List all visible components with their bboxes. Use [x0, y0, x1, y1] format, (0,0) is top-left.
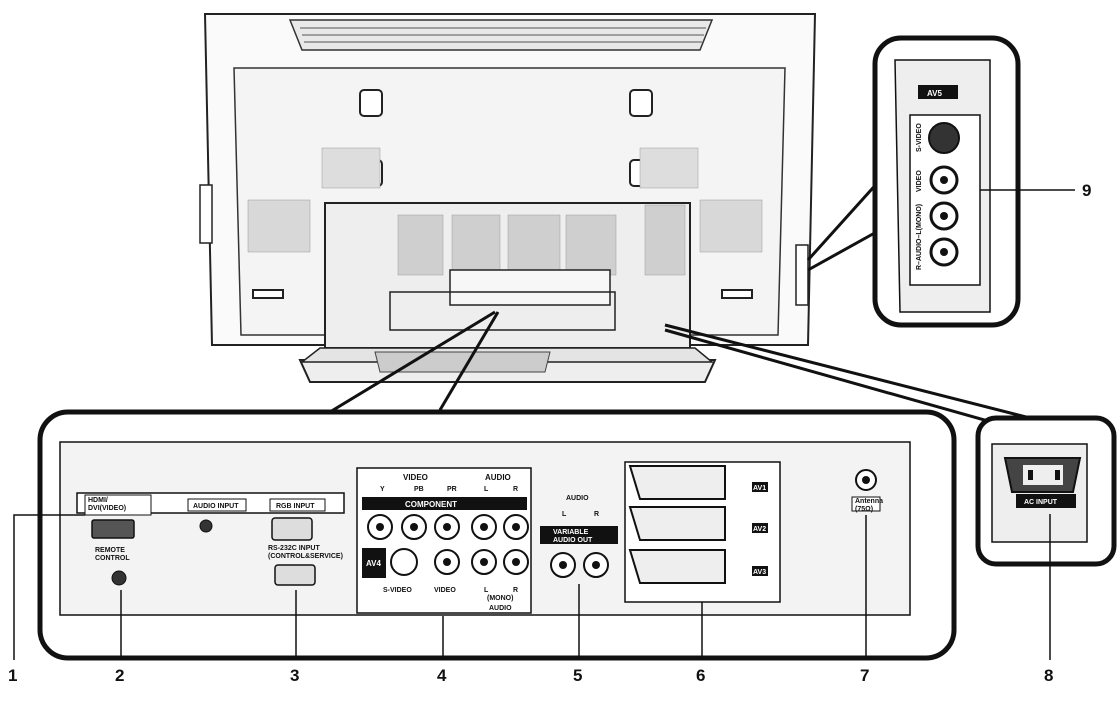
variable-audio-l-label: L: [562, 511, 567, 518]
component-pb-label: PB: [414, 486, 424, 493]
callout-8: 8: [1044, 666, 1053, 685]
rgb-input-label: RGB INPUT: [276, 503, 315, 510]
av5-s-video-label: S-VIDEO: [916, 123, 923, 152]
component-audio-label: AUDIO: [485, 473, 511, 482]
rgb-input-port: [272, 518, 312, 540]
av4-label: AV4: [366, 559, 382, 568]
av2-label: AV2: [753, 526, 766, 533]
ac-input-label: AC INPUT: [1024, 499, 1058, 506]
callout-1: 1: [8, 666, 17, 685]
callout-6: 6: [696, 666, 705, 685]
av5-video-label: VIDEO: [916, 170, 923, 192]
av4-audio-l-label: L: [484, 587, 489, 594]
component-audio-l-label: L: [484, 486, 489, 493]
av5-label: AV5: [927, 89, 943, 98]
av4-audio-r-label: R: [513, 587, 518, 594]
ac-input-panel: AC INPUT: [978, 418, 1114, 564]
callout-3: 3: [290, 666, 299, 685]
component-video-label: VIDEO: [403, 473, 428, 482]
variable-audio-r-label: R: [594, 511, 599, 518]
component-y-label: Y: [380, 486, 385, 493]
av1-scart: [630, 466, 725, 499]
av5-audio-label: R–AUDIO–L(MONO): [916, 204, 923, 270]
audio-input-label: AUDIO INPUT: [193, 503, 239, 510]
tv-rear-body: [200, 14, 815, 382]
variable-audio-label: AUDIO: [566, 495, 589, 502]
callout-5: 5: [573, 666, 582, 685]
callout-7: 7: [860, 666, 869, 685]
av4-audio-label: AUDIO: [489, 605, 512, 612]
av4-s-video-label: S-VIDEO: [383, 587, 412, 594]
av2-scart: [630, 507, 725, 540]
component-label: COMPONENT: [405, 500, 457, 509]
rs232c-port: [275, 565, 315, 585]
callout-2: 2: [115, 666, 124, 685]
component-pr-label: PR: [447, 486, 457, 493]
main-input-panel: HDMI/DVI(VIDEO) AUDIO INPUT RGB INPUT RE…: [40, 412, 954, 658]
av3-scart: [630, 550, 725, 583]
remote-control-jack: [112, 571, 126, 585]
av4-video-label: VIDEO: [434, 587, 456, 594]
callout-9: 9: [1082, 181, 1091, 200]
callout-4: 4: [437, 666, 447, 685]
av1-label: AV1: [753, 485, 766, 492]
mono-label: (MONO): [487, 595, 513, 602]
av5-s-video-jack: [929, 123, 959, 153]
component-audio-r-label: R: [513, 486, 518, 493]
hdmi-port: [92, 520, 134, 538]
audio-input-jack: [200, 520, 212, 532]
av3-label: AV3: [753, 569, 766, 576]
side-av5-panel: AV5 S-VIDEO VIDEO R–AUDIO–L(MONO): [875, 38, 1018, 325]
